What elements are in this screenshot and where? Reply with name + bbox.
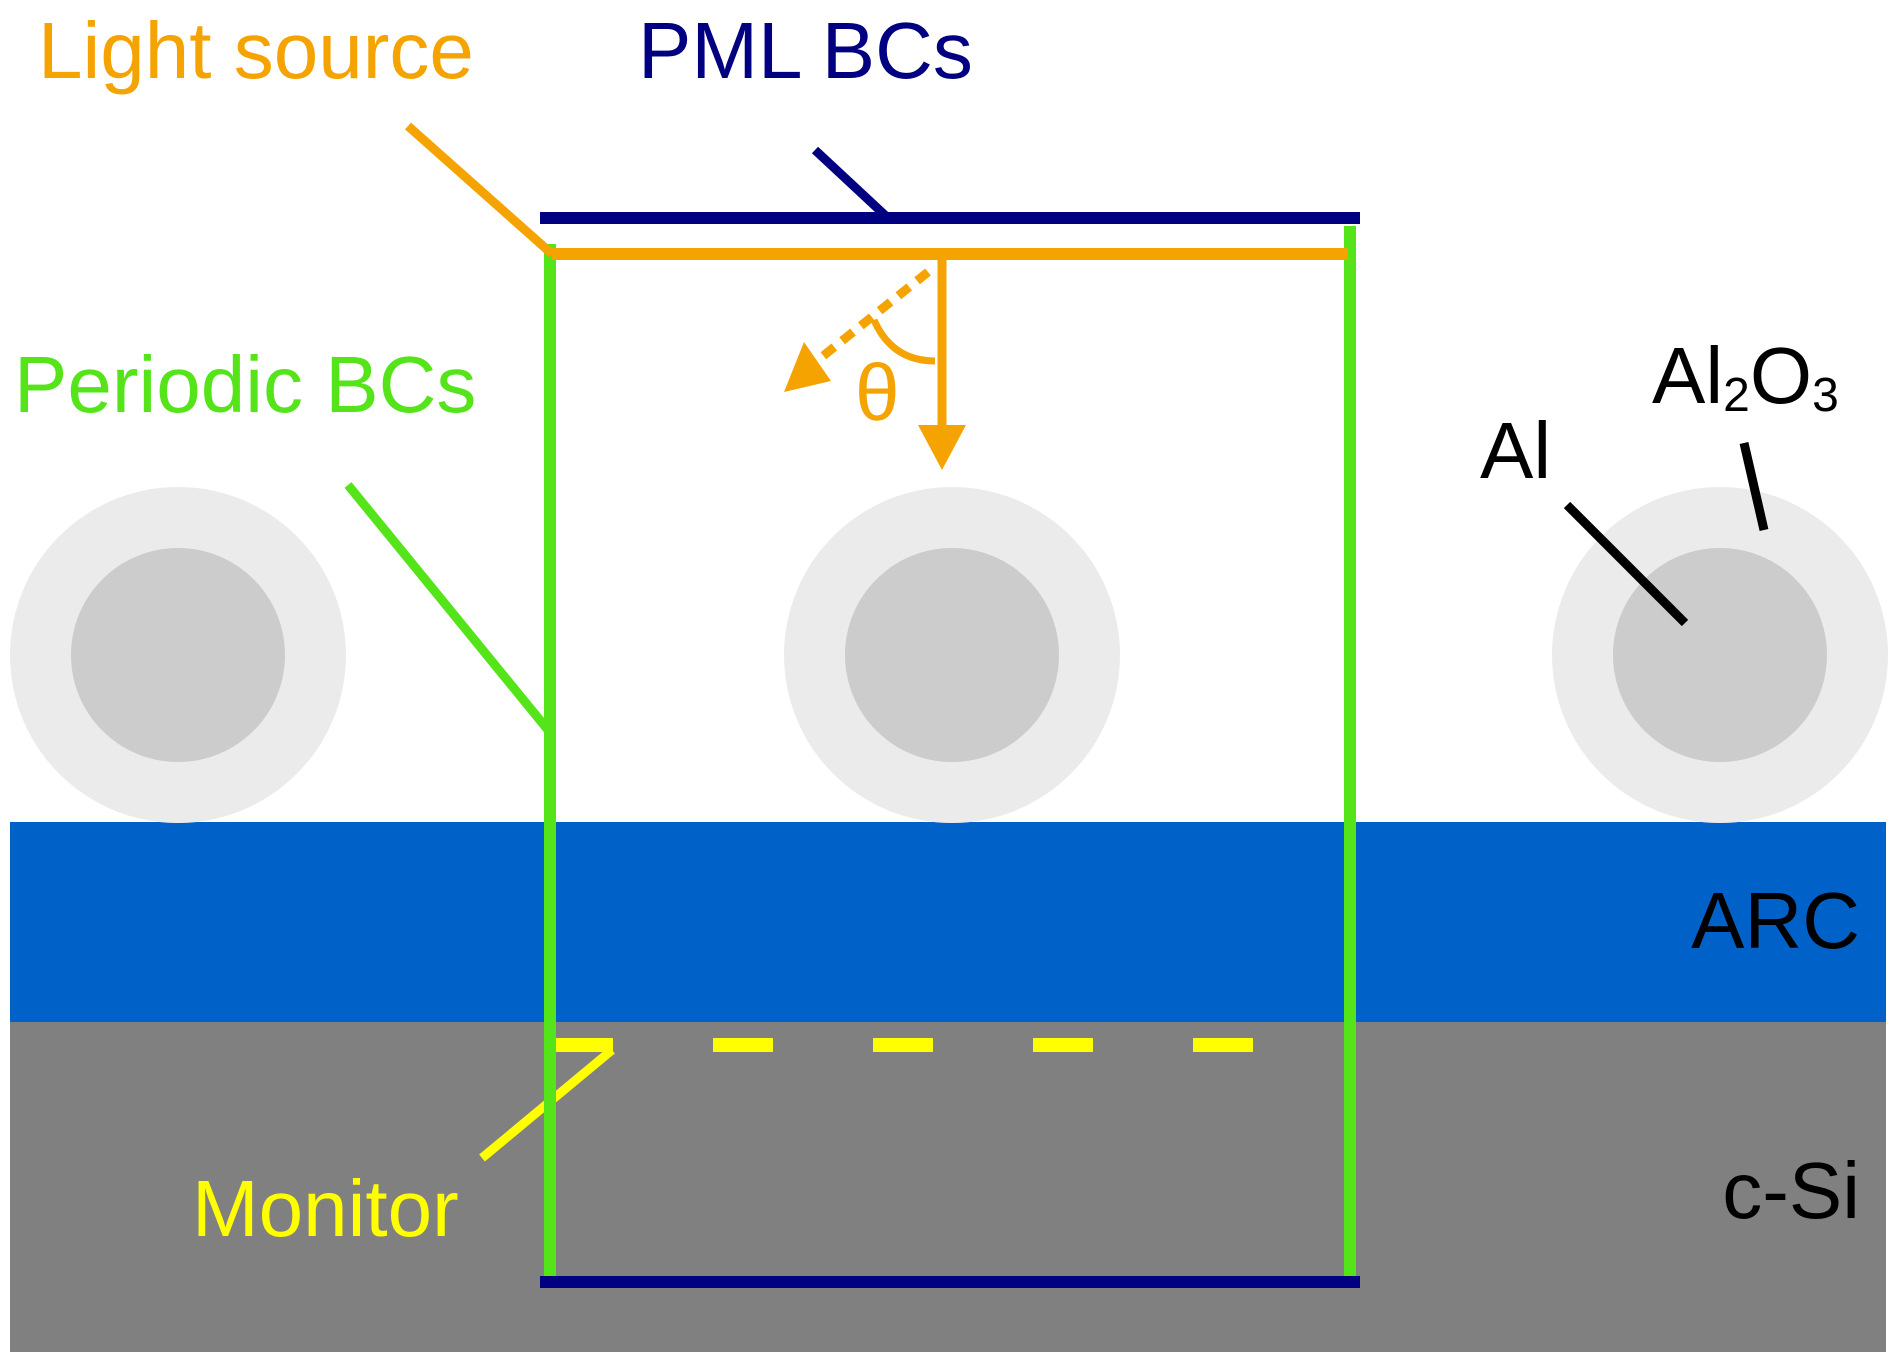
light-source-label: Light source (38, 6, 474, 95)
periodic-bcs-label: Periodic BCs (14, 340, 476, 429)
al-core (71, 548, 285, 762)
al-core (845, 548, 1059, 762)
light-source-leader (405, 122, 555, 258)
al2o3-label-al: Al (1652, 331, 1723, 420)
angle-arc (870, 318, 936, 365)
al2o3-label-sub2: 2 (1723, 369, 1750, 422)
nanoparticle-center (784, 487, 1120, 823)
al-leader (1563, 501, 1689, 627)
al2o3-label-o: O (1750, 331, 1812, 420)
pml-bcs-label: PML BCs (638, 6, 973, 95)
normal-incidence-arrowhead (918, 425, 966, 470)
arc-label: ARC (1691, 876, 1860, 965)
monitor-label: Monitor (192, 1164, 459, 1253)
c-si-label: c-Si (1722, 1146, 1860, 1235)
al2o3-label: Al2O3 (1652, 331, 1839, 422)
al2o3-label-sub3: 3 (1812, 369, 1839, 422)
c-si-layer (10, 1022, 1886, 1352)
oblique-incidence-arrowhead (784, 342, 831, 392)
periodic-leader (344, 482, 552, 733)
arc-layer (10, 822, 1886, 1022)
al2o3-leader (1739, 441, 1769, 532)
oblique-incidence-arrow-shaft (815, 268, 931, 364)
nanoparticle-left (10, 487, 346, 823)
pml-leader (811, 146, 892, 222)
theta-label: θ (855, 348, 900, 437)
al-label: Al (1480, 406, 1551, 495)
